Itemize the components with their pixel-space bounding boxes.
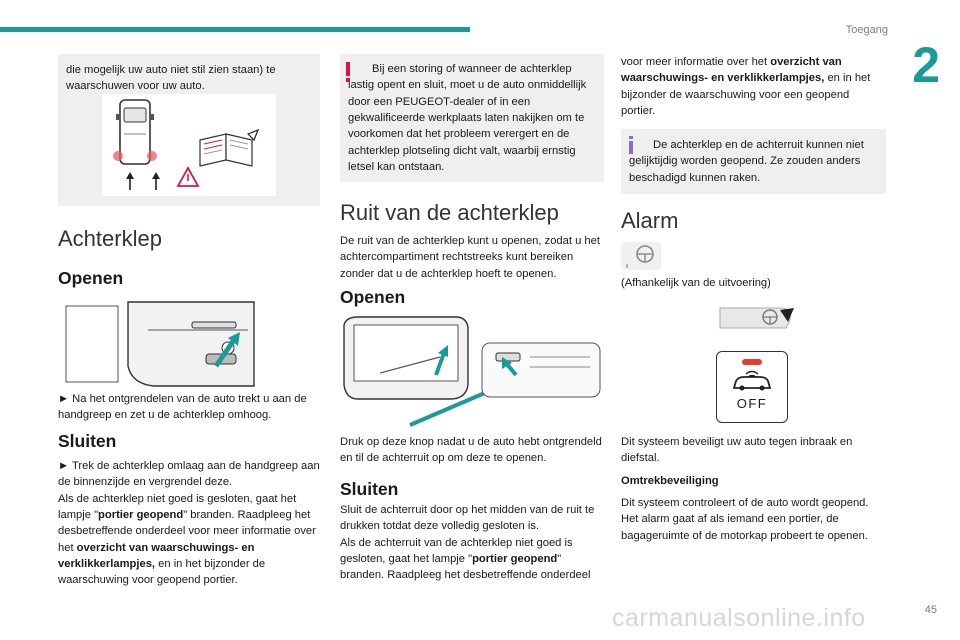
open-instruction: ► Na het ontgrendelen van de auto trekt …	[58, 393, 307, 422]
column-2: Bij een storing of wanneer de achterklep…	[340, 54, 604, 581]
subtitle-openen: Openen	[58, 268, 124, 288]
intro-box: die mogelijk uw auto niet stil zien staa…	[58, 54, 320, 206]
page-number: 45	[924, 604, 937, 616]
ruit-intro: De ruit van de achterklep kunt u openen,…	[340, 235, 600, 280]
chapter-number: 2	[912, 37, 940, 93]
warning-text: Bij een storing of wanneer de achterklep…	[348, 63, 587, 174]
variant-text: (Afhankelijk van de uitvoering)	[621, 277, 771, 289]
section-title-ruit: Ruit van de achterklep	[340, 200, 559, 225]
continued-text: voor meer informatie over het overzicht …	[621, 56, 871, 118]
alarm-description: Dit systeem beveiligt uw auto tegen inbr…	[621, 436, 853, 465]
close-text-block: ► Trek de achterklep omlaag aan de handg…	[58, 458, 320, 589]
tailgate-handle-illustration	[58, 296, 258, 390]
ruit-close-warning-text: Als de achterruit van de achterklep niet…	[340, 536, 591, 582]
steering-wheel-icon	[621, 242, 661, 270]
section-title-achterklep: Achterklep	[58, 226, 162, 251]
ruit-close-instruction: Sluit de achterruit door op het midden v…	[340, 504, 595, 533]
dashboard-switch-icon	[719, 307, 794, 329]
column-3: voor meer informatie over het overzicht …	[621, 54, 886, 542]
info-text: De achterklep en de achterruit kunnen ni…	[629, 139, 864, 184]
warning-icon	[346, 62, 350, 82]
intro-text: die mogelijk uw auto niet stil zien staa…	[66, 64, 276, 93]
car-alarm-icon	[732, 370, 772, 391]
column-1: die mogelijk uw auto niet stil zien staa…	[58, 54, 320, 586]
alarm-led-icon	[742, 359, 762, 365]
header-bar	[0, 27, 470, 32]
off-label: OFF	[736, 396, 768, 411]
section-header: Toegang	[845, 24, 888, 36]
perimeter-text: Dit systeem controleert of de auto wordt…	[621, 497, 869, 542]
mirror-illustration	[102, 94, 276, 196]
ruit-close-block: Sluit de achterruit door op het midden v…	[340, 502, 604, 584]
alarm-desc-block: Dit systeem beveiligt uw auto tegen inbr…	[621, 434, 886, 544]
ruit-open-instruction: Druk op deze knop nadat u de auto hebt o…	[340, 436, 602, 465]
subtitle-sluiten: Sluiten	[58, 431, 117, 451]
subtitle-sluiten-ruit: Sluiten	[340, 479, 399, 499]
section-title-alarm: Alarm	[621, 208, 679, 233]
alarm-off-button: OFF	[716, 351, 788, 423]
close-instruction: ► Trek de achterklep omlaag aan de handg…	[58, 460, 320, 489]
info-box: De achterklep en de achterruit kunnen ni…	[621, 129, 886, 195]
close-warning-text: Als de achterklep niet goed is gesloten,…	[58, 492, 316, 587]
info-icon	[629, 136, 633, 154]
perimeter-title: Omtrekbeveiliging	[621, 474, 719, 487]
subtitle-openen-ruit: Openen	[340, 287, 406, 307]
watermark: carmanualsonline.info	[612, 604, 866, 632]
rear-window-illustration	[340, 315, 604, 433]
warning-box: Bij een storing of wanneer de achterklep…	[340, 54, 604, 183]
